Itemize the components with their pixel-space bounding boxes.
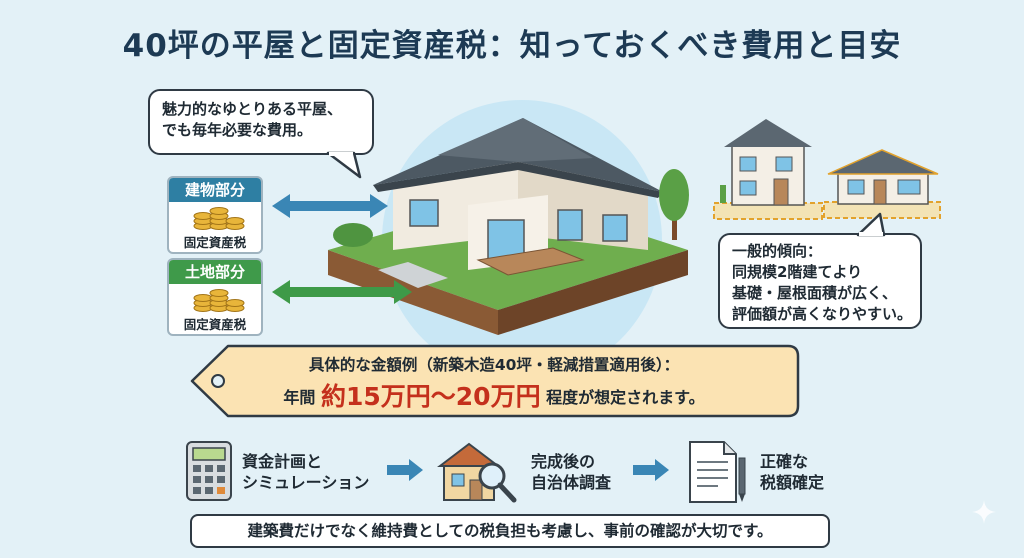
flow-step-1-line-1: 資金計画と [242, 452, 323, 471]
price-tag: 具体的な金額例（新築木造40坪・軽減措置適用後）： 年間 約15万円〜20万円 … [188, 344, 800, 418]
price-prefix: 年間 [283, 388, 316, 407]
building-tax-card: 建物部分 固定資産税 [167, 176, 263, 254]
land-card-label: 固定資産税 [183, 317, 247, 332]
trend-speech-bubble: 一般的傾向： 同規模2階建てより 基礎・屋根面積が広く、 評価額が高くなりやすい… [718, 233, 922, 329]
coin-stack-icon [169, 284, 261, 314]
calculator-icon [186, 441, 232, 501]
two-story-house-illustration [713, 119, 823, 220]
trend-bubble-tail [856, 212, 886, 237]
flow-step-2-line-1: 完成後の [531, 452, 596, 471]
house-inspection-icon [437, 442, 517, 503]
flow-arrow-1 [387, 459, 423, 481]
house-illustration [328, 118, 689, 335]
trend-line-1: 一般的傾向： [732, 242, 823, 260]
land-tax-card: 土地部分 固定資産税 [167, 258, 263, 336]
flow-step-3-line-2: 税額確定 [760, 473, 825, 492]
flow-arrow-2 [633, 459, 669, 481]
building-card-head: 建物部分 [169, 178, 261, 202]
building-card-label: 固定資産税 [183, 235, 247, 250]
land-double-arrow [272, 280, 412, 304]
footer-note: 建築費だけでなく維持費としての税負担も考慮し、事前の確認が大切です。 [190, 514, 830, 548]
land-card-head: 土地部分 [169, 260, 261, 284]
page-title: 40坪の平屋と固定資産税：知っておくべき費用と目安 [122, 28, 902, 64]
trend-line-4: 評価額が高くなりやすい。 [732, 305, 913, 323]
intro-speech-bubble: 魅力的なゆとりある平屋、 でも毎年必要な費用。 [148, 89, 374, 155]
sparkle-icon [972, 500, 996, 524]
intro-line-1: 魅力的なゆとりある平屋、 [162, 100, 343, 118]
document-icon [689, 441, 746, 503]
flow-step-2-label: 完成後の 自治体調査 [531, 451, 611, 493]
price-example-heading: 具体的な金額例（新築木造40坪・軽減措置適用後）： [308, 356, 680, 374]
one-story-house-illustration [823, 149, 941, 219]
flow-step-1-label: 資金計画と シミュレーション [242, 451, 369, 493]
intro-bubble-tail [326, 151, 362, 179]
flow-step-3-line-1: 正確な [760, 452, 809, 471]
price-suffix: 程度が想定されます。 [546, 388, 705, 407]
flow-step-1-line-2: シミュレーション [242, 473, 370, 492]
coin-stack-icon [169, 202, 261, 232]
price-amount-line: 年間 約15万円〜20万円 程度が想定されます。 [188, 377, 800, 413]
flow-step-3-label: 正確な 税額確定 [760, 451, 824, 493]
trend-line-3: 基礎・屋根面積が広く、 [732, 284, 898, 302]
intro-line-2: でも毎年必要な費用。 [162, 121, 313, 139]
building-double-arrow [272, 194, 388, 218]
flow-step-2-line-2: 自治体調査 [531, 473, 612, 492]
trend-line-2: 同規模2階建てより [732, 263, 863, 281]
price-amount: 約15万円〜20万円 [321, 382, 541, 411]
